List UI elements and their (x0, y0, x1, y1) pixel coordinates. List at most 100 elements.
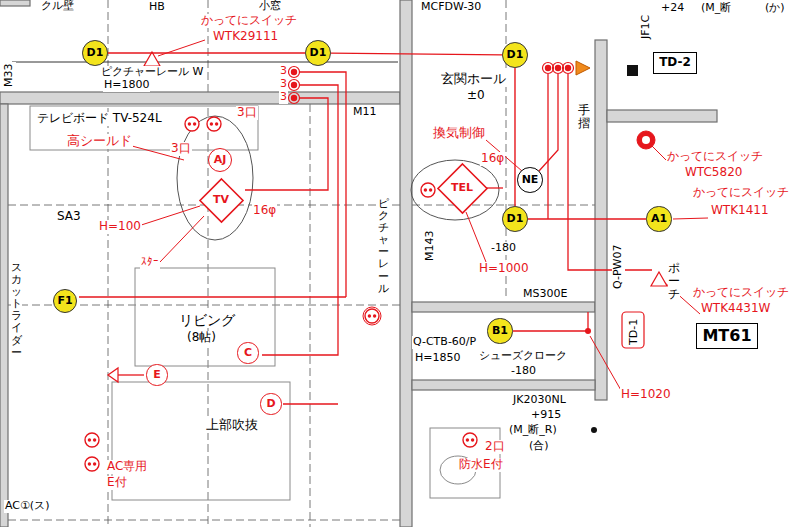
light-fixture: F1 (53, 289, 77, 313)
annotation-label: (合) (528, 440, 550, 453)
wiring-connector (108, 52, 305, 53)
node-label: TEL (451, 182, 473, 194)
annotation-label: (8帖) (186, 331, 217, 345)
node-label: A1 (651, 213, 667, 225)
annotation-label: リビング (178, 312, 236, 328)
annotation-label: クル壁 (40, 0, 75, 13)
callout-circle: C (237, 342, 258, 363)
annotation-label: -180 (510, 365, 537, 378)
junction-dot (591, 427, 597, 433)
node-text: AJ (214, 154, 227, 166)
node-text: NE (522, 174, 539, 186)
annotation-label: 3 (279, 91, 288, 104)
annotation-label: WTK4431W (700, 302, 771, 316)
annotation-label: ｽﾀｰ (140, 256, 160, 269)
annotation-label: M143 (424, 230, 437, 263)
annotation-label: +915 (530, 409, 562, 422)
light-fixture: D1 (502, 42, 528, 68)
annotation-label: シューズクローク (478, 350, 568, 363)
node-text: D1 (310, 47, 327, 59)
grouping-ellipse (411, 160, 499, 220)
light-fixture: D1 (82, 40, 108, 66)
annotation-label: ピクチャーレール (378, 198, 389, 295)
annotation-label: H=1000 (478, 262, 530, 276)
node-text: D1 (87, 47, 104, 59)
annotation-label: WTK29111 (212, 30, 279, 44)
wiring (79, 72, 652, 404)
switch-triangle (108, 368, 118, 382)
annotation-label: かってにスイッチ (692, 286, 790, 300)
annotation-label: AC専用 (106, 460, 148, 474)
node-text: TV (213, 194, 229, 206)
annotation-label: 16φ (252, 204, 277, 218)
furniture-outline (12, 62, 500, 500)
annotation-label: 3 (279, 65, 288, 78)
annotation-label: 2口 (484, 440, 506, 454)
node-label: TD-2 (659, 56, 691, 69)
annotation-label: 高シールド (66, 134, 133, 149)
sensor-symbol (642, 136, 650, 144)
annotation-label: -180 (490, 242, 517, 255)
light-fixture: D1 (305, 40, 331, 66)
sensor-triangle (576, 61, 590, 75)
node-text: D (266, 398, 275, 410)
tel-outlet: TEL (437, 163, 488, 214)
switch-symbol (289, 63, 574, 104)
annotation-label: 3 (279, 78, 288, 91)
node-label: TV (213, 194, 229, 206)
light-fixture: A1 (646, 206, 671, 231)
annotation-label: かってにスイッチ (200, 14, 298, 28)
annotation-label: スカットライダー (11, 262, 22, 359)
annotation-label: HB (148, 1, 166, 14)
annotation-label: MS300E (522, 288, 568, 301)
wall (0, 0, 717, 527)
annotation-label: M11 (352, 106, 378, 119)
panel-box: TD-2 (653, 52, 697, 74)
annotation-label: H=1800 (103, 79, 150, 92)
annotation-label: AC①(ス) (4, 500, 50, 513)
annotation-label: WTC5820 (684, 166, 743, 180)
grid-line (8, 0, 595, 527)
annotation-label: かってにスイッチ (666, 150, 764, 164)
annotation-label: 手摺 (578, 104, 590, 130)
node-label: NE (522, 174, 539, 186)
node-text: D1 (507, 49, 524, 61)
annotation-label: +24 (660, 2, 685, 15)
node-text: TEL (451, 182, 473, 194)
node-text: MT61 (702, 327, 751, 345)
node-label: B1 (492, 325, 508, 337)
grouping-ellipse (177, 116, 253, 240)
annotation-label: H=1850 (414, 352, 461, 365)
annotation-label: Q-CTB-60/P (412, 336, 477, 349)
wiring-connector (331, 53, 502, 55)
annotation-label: SA3 (56, 210, 82, 224)
node-label: D1 (507, 213, 524, 225)
node-text: E (153, 369, 161, 381)
node-label: D1 (310, 47, 327, 59)
callout-circle: E (146, 364, 167, 385)
annotation-label: 防水E付 (458, 458, 504, 472)
node-text: B1 (492, 325, 508, 337)
annotation-label: WTK1411 (710, 204, 770, 218)
outlet-ring (363, 307, 381, 325)
wiring-connector (528, 218, 647, 219)
node-label: AJ (214, 154, 227, 166)
annotation-label: H=1020 (620, 388, 672, 402)
annotation-label: かってにスイッチ (692, 186, 790, 200)
sensor-symbol (637, 131, 655, 149)
annotation-label: (M_断_R) (508, 424, 558, 437)
switch-triangle (144, 52, 160, 66)
antenna-outlet: AJ (208, 148, 232, 172)
annotation-label: TD-1 (628, 318, 641, 346)
meter-box: MT61 (696, 323, 758, 349)
annotation-label: (M_断 (700, 2, 732, 15)
annotation-label: JK2030NL (512, 394, 567, 407)
annotation-label: テレビボード TV-524L (36, 112, 163, 126)
annotation-label: M33 (3, 63, 16, 89)
annotation-label: E付 (106, 476, 128, 490)
node-text: A1 (651, 213, 667, 225)
annotation-label: (か) (764, 2, 786, 15)
node-text: F1 (57, 295, 72, 307)
annotation-label: 換気制御 (432, 126, 486, 141)
